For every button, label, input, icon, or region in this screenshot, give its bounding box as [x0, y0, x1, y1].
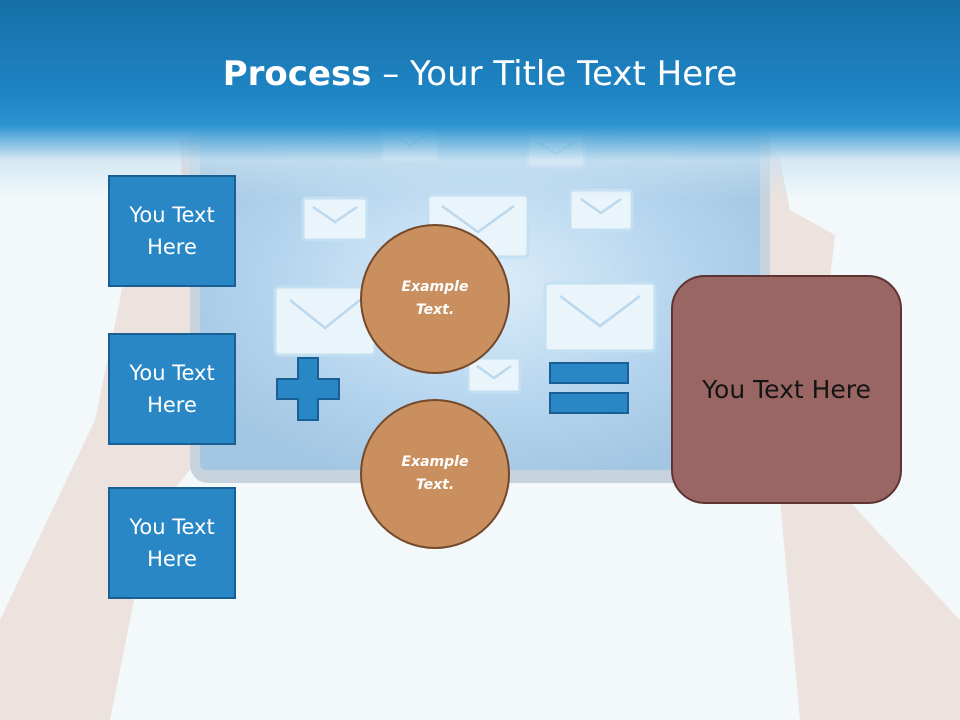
example-circle-1[interactable]: Example Text. [360, 224, 510, 374]
text-box-3[interactable]: You Text Here [108, 487, 236, 599]
example-circle-2[interactable]: Example Text. [360, 399, 510, 549]
title-band [0, 0, 960, 200]
text-box-label: You Text Here [129, 203, 215, 259]
text-box-2[interactable]: You Text Here [108, 333, 236, 445]
result-label: You Text Here [702, 375, 871, 404]
circle-label: Example Text. [401, 279, 469, 318]
plus-icon [276, 357, 340, 421]
circle-label: Example Text. [401, 454, 469, 493]
text-box-label: You Text Here [129, 515, 215, 571]
title-rest: – Your Title Text Here [371, 54, 738, 94]
result-box[interactable]: You Text Here [671, 275, 902, 504]
page-title: Process – Your Title Text Here [0, 52, 960, 96]
text-box-1[interactable]: You Text Here [108, 175, 236, 287]
title-bold: Process [222, 54, 372, 94]
text-box-label: You Text Here [129, 361, 215, 417]
equals-icon [549, 362, 629, 414]
